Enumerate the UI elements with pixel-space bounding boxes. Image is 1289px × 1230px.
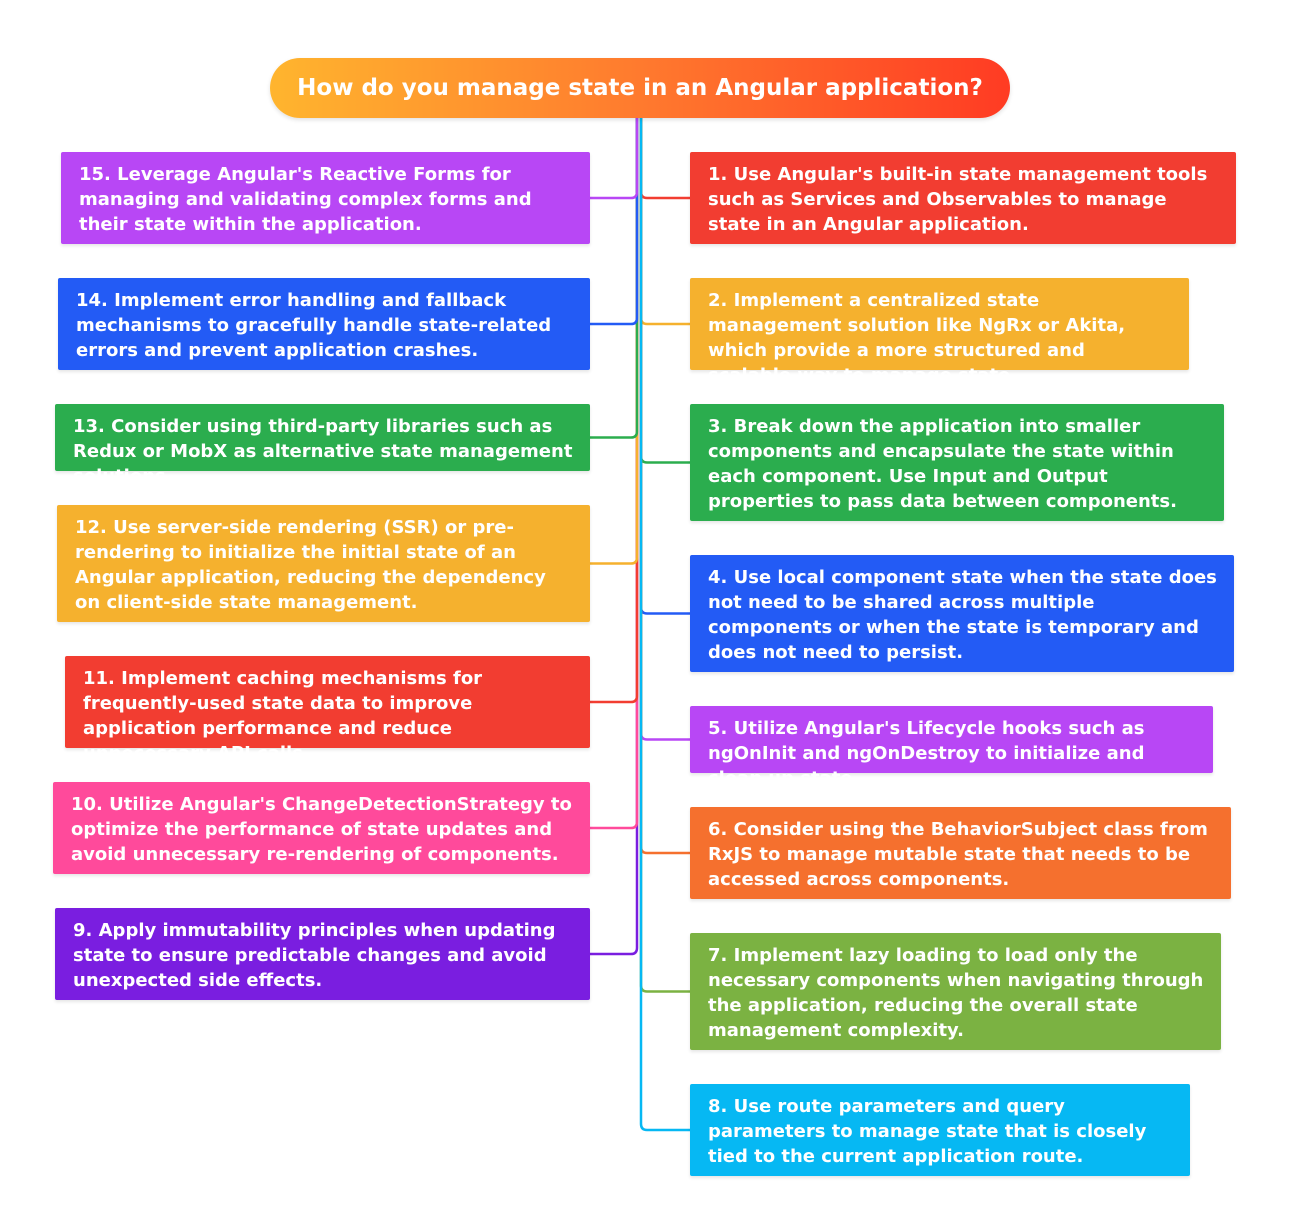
branch-node-10[interactable]: 10. Utilize Angular's ChangeDetectionStr…	[53, 782, 590, 874]
connector-line-3	[639, 118, 690, 464]
root-topic[interactable]: How do you manage state in an Angular ap…	[270, 58, 1010, 118]
connector-line-9	[590, 118, 639, 956]
branch-node-9[interactable]: 9. Apply immutability principles when up…	[55, 908, 590, 1000]
branch-node-13[interactable]: 13. Consider using third-party libraries…	[55, 404, 590, 487]
branch-node-2[interactable]: 2. Implement a centralized state managem…	[690, 278, 1189, 386]
connector-line-1	[639, 118, 690, 200]
branch-node-12[interactable]: 12. Use server-side rendering (SSR) or p…	[57, 505, 590, 622]
connector-line-4	[639, 118, 690, 615]
connector-line-7	[639, 118, 690, 993]
branch-node-1[interactable]: 1. Use Angular's built-in state manageme…	[690, 152, 1236, 244]
connector-line-12	[590, 118, 639, 565]
branch-node-6[interactable]: 6. Consider using the BehaviorSubject cl…	[690, 807, 1231, 899]
connector-line-10	[590, 118, 639, 830]
branch-node-14[interactable]: 14. Implement error handling and fallbac…	[58, 278, 590, 370]
connector-line-13	[590, 118, 639, 439]
branch-node-7[interactable]: 7. Implement lazy loading to load only t…	[690, 933, 1221, 1050]
branch-node-4[interactable]: 4. Use local component state when the st…	[690, 555, 1234, 672]
connector-line-11	[590, 118, 639, 704]
branch-node-11[interactable]: 11. Implement caching mechanisms for fre…	[65, 656, 590, 764]
branch-node-15[interactable]: 15. Leverage Angular's Reactive Forms fo…	[61, 152, 590, 244]
connector-line-6	[639, 118, 690, 855]
branch-node-5[interactable]: 5. Utilize Angular's Lifecycle hooks suc…	[690, 706, 1213, 789]
branch-node-8[interactable]: 8. Use route parameters and query parame…	[690, 1084, 1190, 1176]
connector-line-8	[639, 118, 690, 1132]
branch-node-3[interactable]: 3. Break down the application into small…	[690, 404, 1224, 521]
connector-line-2	[639, 118, 690, 326]
connector-line-14	[590, 118, 639, 326]
connector-line-5	[639, 118, 690, 741]
connector-line-15	[590, 118, 639, 200]
